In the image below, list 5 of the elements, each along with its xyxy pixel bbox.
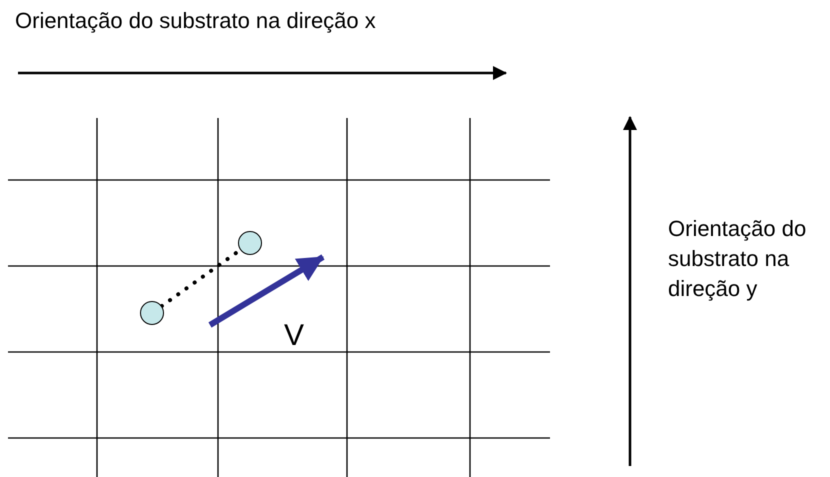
- axis-label: Orientação do substrato na direção x: [15, 7, 376, 35]
- particle-circle: [238, 231, 262, 255]
- particle-circle: [140, 301, 164, 325]
- vector-label: V: [284, 318, 304, 354]
- axis-label: Orientação do substrato na direção y: [668, 215, 808, 303]
